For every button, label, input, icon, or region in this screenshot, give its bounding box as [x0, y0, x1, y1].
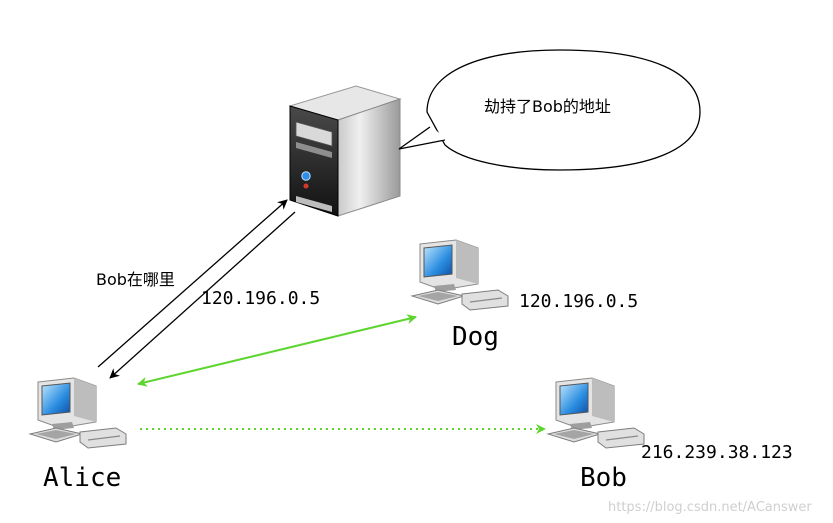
bob-ip-label: 216.239.38.123: [641, 442, 793, 463]
speech-bubble: [398, 49, 701, 171]
server-icon: [288, 85, 402, 217]
query-arrow-line: [97, 199, 288, 368]
dog-computer-icon: [411, 239, 509, 311]
watermark: https://blog.csdn.net/ACanswer: [608, 500, 812, 515]
dog-name-label: Dog: [452, 322, 499, 352]
bubble-text: 劫持了Bob的地址: [484, 97, 611, 116]
alice-dog-link: [137, 314, 417, 387]
alice-name-label: Alice: [43, 463, 122, 493]
dog-ip-label: 120.196.0.5: [519, 291, 639, 312]
query-label: Bob在哪里: [96, 270, 175, 289]
query-answer-ip: 120.196.0.5: [201, 288, 321, 309]
bob-name-label: Bob: [580, 463, 627, 493]
alice-computer-icon: [29, 377, 127, 449]
bob-computer-icon: [547, 377, 645, 449]
